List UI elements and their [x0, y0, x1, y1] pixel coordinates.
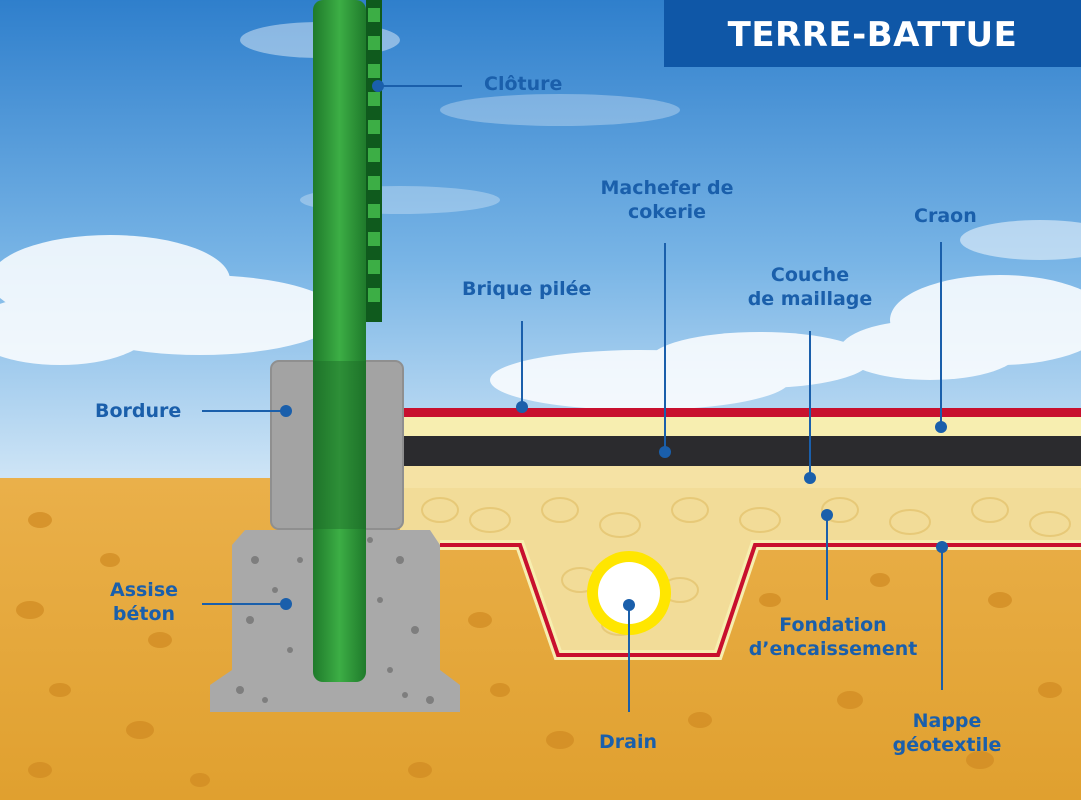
label-nappe-line2: géotextile	[892, 734, 1002, 756]
concrete-texture	[236, 537, 434, 704]
label-machefer-line1: Machefer de	[600, 177, 734, 199]
label-cloture: Clôture	[484, 73, 563, 95]
brique-layer	[400, 408, 1081, 417]
label-couche-line2: de maillage	[747, 288, 873, 310]
soil-texture	[16, 512, 1062, 787]
fence-post	[313, 0, 366, 682]
foundation-layer	[400, 488, 1081, 650]
label-machefer-line2: cokerie	[627, 201, 707, 223]
label-fondation-line1: Fondation	[779, 614, 887, 636]
page-title: TERRE-BATTUE	[727, 15, 1018, 55]
label-brique: Brique pilée	[462, 278, 592, 300]
drain-pipe	[598, 562, 660, 624]
label-assise-line2: béton	[112, 603, 176, 625]
label-craon: Craon	[914, 205, 977, 227]
label-drain: Drain	[599, 731, 658, 753]
craon-layer	[400, 417, 1081, 436]
label-assise-line1: Assise	[109, 579, 179, 601]
geotextile-red	[440, 543, 1081, 657]
clouds	[0, 22, 1081, 410]
leader-dots	[280, 80, 948, 611]
label-couche: Couche de maillage	[735, 263, 885, 311]
title-banner	[664, 0, 1081, 67]
label-nappe: Nappe géotextile	[885, 709, 1009, 757]
foundation-texture	[421, 497, 1071, 636]
label-fondation: Fondation d’encaissement	[743, 613, 923, 661]
label-assise: Assise béton	[100, 578, 188, 626]
label-bordure: Bordure	[95, 400, 182, 422]
label-couche-line1: Couche	[770, 264, 850, 286]
label-fondation-line2: d’encaissement	[748, 638, 918, 660]
machefer-layer	[400, 436, 1081, 466]
label-nappe-line1: Nappe	[912, 710, 982, 732]
fence-mesh	[366, 0, 382, 322]
leader-lines	[202, 85, 943, 712]
label-machefer: Machefer de cokerie	[585, 176, 749, 224]
maillage-layer	[400, 466, 1081, 488]
